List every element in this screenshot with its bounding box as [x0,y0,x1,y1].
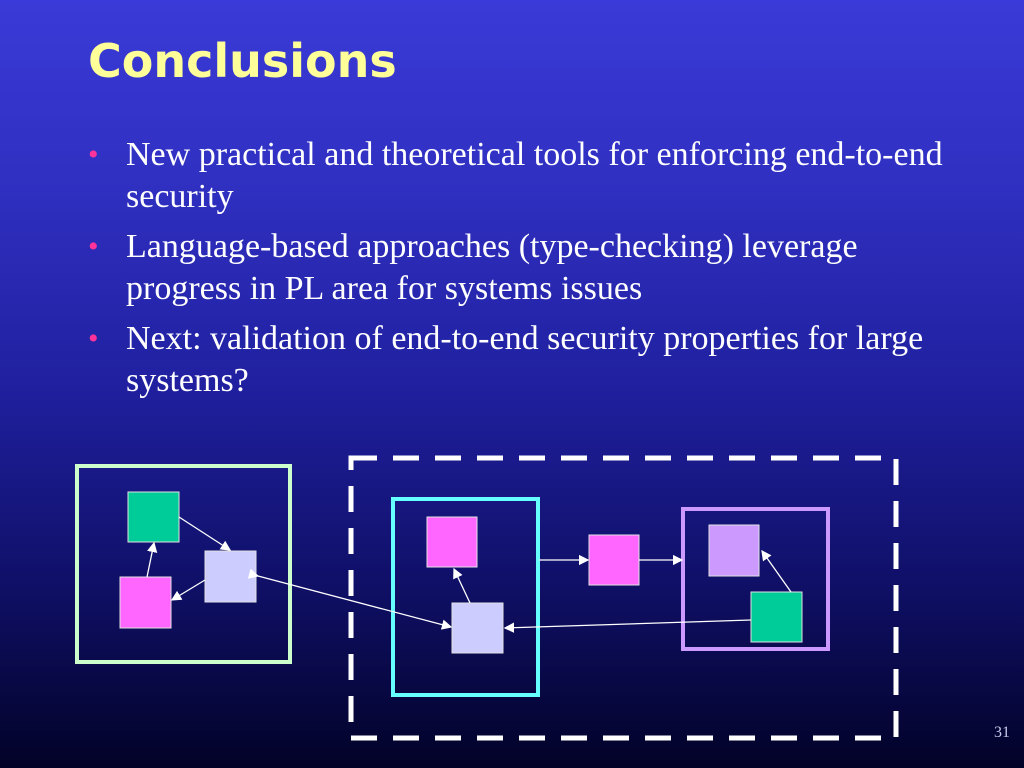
bullet-item: • Next: validation of end-to-end securit… [88,318,968,402]
violet-node [708,524,760,577]
lavender-node [451,602,504,654]
flow-arrow [503,619,752,633]
magenta-node [426,516,478,568]
green-node [127,491,180,543]
bullet-text: New practical and theoretical tools for … [126,136,943,215]
bullet-list: • New practical and theoretical tools fo… [88,134,968,410]
flow-arrow [146,541,158,578]
right-system-box [681,507,830,651]
left-system-box [75,464,292,664]
bullet-marker-icon: • [88,322,99,355]
green-node [750,591,803,643]
bullet-item: • Language-based approaches (type-checki… [88,226,968,310]
flow-arrow [247,568,453,630]
bullet-item: • New practical and theoretical tools fo… [88,134,968,218]
flow-arrow [170,579,206,601]
flow-arrow [761,549,792,593]
distributed-system-boundary [348,455,899,741]
slide-title: Conclusions [88,34,397,88]
lavender-node [204,550,257,603]
bullet-marker-icon: • [88,230,99,263]
flow-arrow [178,516,232,551]
magenta-node [588,534,640,586]
page-number: 31 [994,724,1010,741]
flow-arrow [453,567,471,604]
bullet-text: Next: validation of end-to-end security … [126,320,924,399]
bullet-text: Language-based approaches (type-checking… [126,228,858,307]
bullet-marker-icon: • [88,138,99,171]
magenta-node [119,576,172,629]
